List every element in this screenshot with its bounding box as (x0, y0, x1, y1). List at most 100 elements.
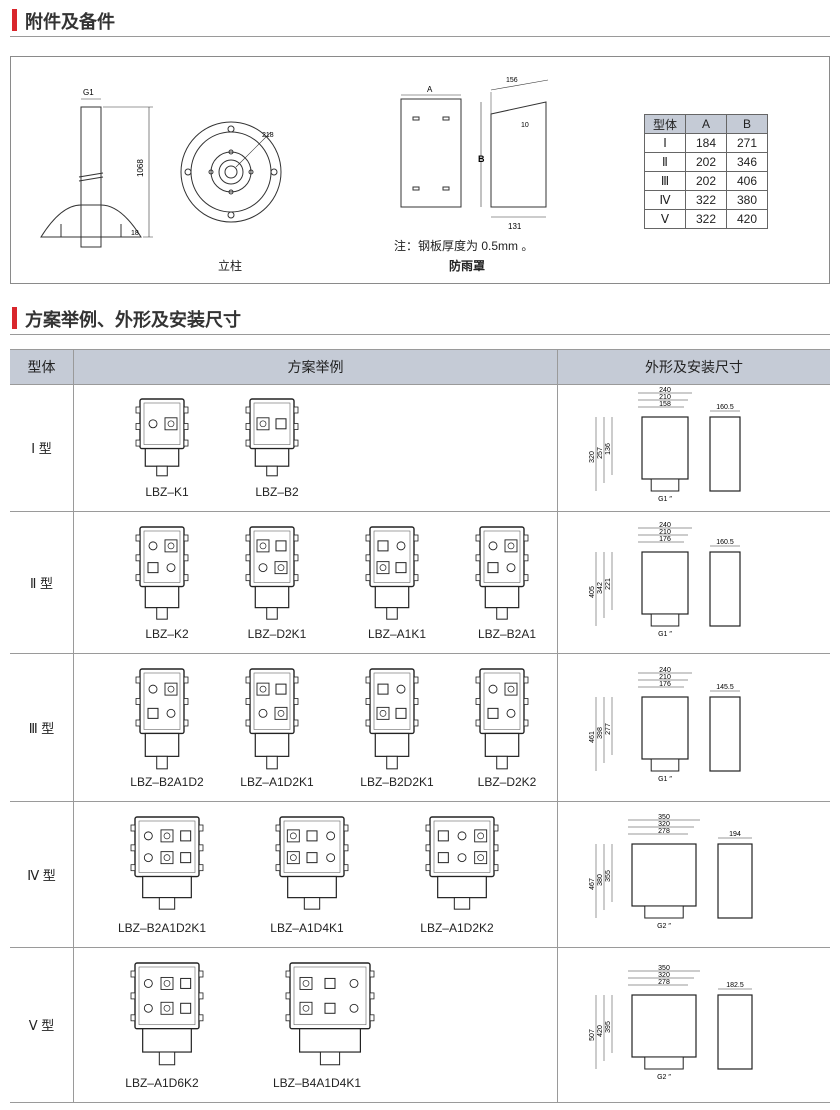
pole-18-label: 18 (131, 230, 139, 237)
enclosure-drawing (425, 816, 499, 910)
section-header-accessories: 附件及备件 (10, 6, 830, 37)
enclosure-drawing (245, 526, 299, 620)
enclosure-drawing (135, 398, 189, 477)
dim-depth-label: 160.5 (716, 539, 734, 546)
section-marker (12, 9, 17, 31)
section-marker (12, 307, 17, 329)
scheme-model-label: LBZ–A1D4K1 (270, 921, 344, 935)
section-title: 附件及备件 (25, 12, 115, 32)
scheme-enclosure (474, 663, 530, 780)
cover-b-label: B (478, 154, 485, 164)
scheme-model-label: LBZ–K2 (145, 627, 189, 641)
flange-drawing: 218 (180, 121, 282, 223)
dim-width-label: 278 (658, 979, 670, 986)
pole-drawing: G1 1068 18 (40, 88, 153, 248)
scheme-enclosure (134, 393, 190, 486)
dim-width-label: 240 (659, 667, 671, 674)
cover-a-label: A (427, 85, 433, 94)
dim-width-label: 176 (659, 536, 671, 543)
section-header-schemes: 方案举例、外形及安装尺寸 (10, 304, 830, 335)
dim-width-label: 320 (658, 821, 670, 828)
dim-thread-label: G1 ″ (658, 776, 672, 783)
cell: Ⅰ (644, 133, 686, 153)
scheme-model-label: LBZ–B2A1D2K1 (117, 921, 207, 935)
pole-caption: 立柱 (218, 259, 243, 273)
enclosure-drawing (475, 526, 529, 620)
dim-thread-label: G1 ″ (658, 496, 672, 503)
enclosure-drawing (285, 962, 375, 1066)
cell: 380 (726, 190, 768, 210)
cell: 202 (685, 171, 727, 191)
scheme-model-label: LBZ–A1D2K2 (420, 921, 494, 935)
enclosure-drawing (135, 668, 189, 770)
enclosure-drawing (365, 668, 419, 770)
cell: 202 (685, 152, 727, 172)
scheme-cell: LBZ–A1D6K2 LBZ–B4A1D4K1 (74, 947, 558, 1102)
dim-width-label: 240 (659, 387, 671, 394)
scheme-enclosure (424, 811, 500, 920)
dim-width-label: 240 (659, 522, 671, 529)
dim-width-label: 350 (658, 965, 670, 972)
scheme-enclosure (274, 811, 350, 920)
scheme-model-label: LBZ–B4A1D4K1 (272, 1076, 362, 1090)
dim-height-label: 395 (605, 1021, 612, 1033)
cell: Ⅱ (644, 152, 686, 172)
dim-width-label: 320 (658, 972, 670, 979)
header-type: 型体 (10, 350, 74, 384)
dim-width-label: 158 (659, 401, 671, 408)
scheme-model-label: LBZ–A1D6K2 (125, 1076, 199, 1090)
dim-height-label: 136 (605, 443, 612, 455)
scheme-enclosure (244, 393, 300, 486)
cell: Ⅲ (644, 171, 686, 191)
scheme-enclosure (474, 521, 530, 630)
dim-height-label: 221 (605, 578, 612, 590)
enclosure-drawing (245, 398, 299, 477)
cover-131-label: 131 (508, 222, 522, 231)
dim-depth-label: 194 (729, 831, 741, 838)
type-cell: Ⅰ 型 (10, 383, 74, 511)
dim-width-label: 350 (658, 814, 670, 821)
header-dimensions: 外形及安装尺寸 (645, 359, 743, 375)
dim-height-label: 461 (589, 731, 596, 743)
size-table-header: B (726, 114, 768, 134)
dim-width-label: 210 (659, 394, 671, 401)
cell: 322 (685, 209, 727, 229)
cover-156-label: 156 (506, 77, 518, 84)
header-scheme: 方案举例 (74, 350, 558, 384)
dim-height-label: 320 (589, 451, 596, 463)
scheme-model-label: LBZ–A1D2K1 (240, 775, 314, 789)
cell: Ⅴ (644, 209, 686, 229)
dim-height-label: 420 (597, 1025, 604, 1037)
enclosure-drawing (275, 816, 349, 910)
dim-width-label: 210 (659, 674, 671, 681)
scheme-model-label: LBZ–D2K2 (477, 775, 537, 789)
scheme-enclosure (134, 663, 190, 780)
size-table-header: A (685, 114, 727, 134)
scheme-enclosure (244, 521, 300, 630)
scheme-enclosure (364, 521, 420, 630)
dim-thread-label: G2 ″ (657, 923, 671, 930)
cell: 406 (726, 171, 768, 191)
cell: 271 (726, 133, 768, 153)
type-cell: Ⅱ 型 (10, 511, 74, 653)
scheme-model-label: LBZ–D2K1 (247, 627, 307, 641)
type-cell: Ⅴ 型 (10, 947, 74, 1102)
dim-thread-label: G2 ″ (657, 1074, 671, 1081)
scheme-enclosure (284, 957, 376, 1076)
dim-height-label: 257 (597, 447, 604, 459)
dim-thread-label: G1 ″ (658, 631, 672, 638)
dim-height-label: 342 (597, 582, 604, 594)
